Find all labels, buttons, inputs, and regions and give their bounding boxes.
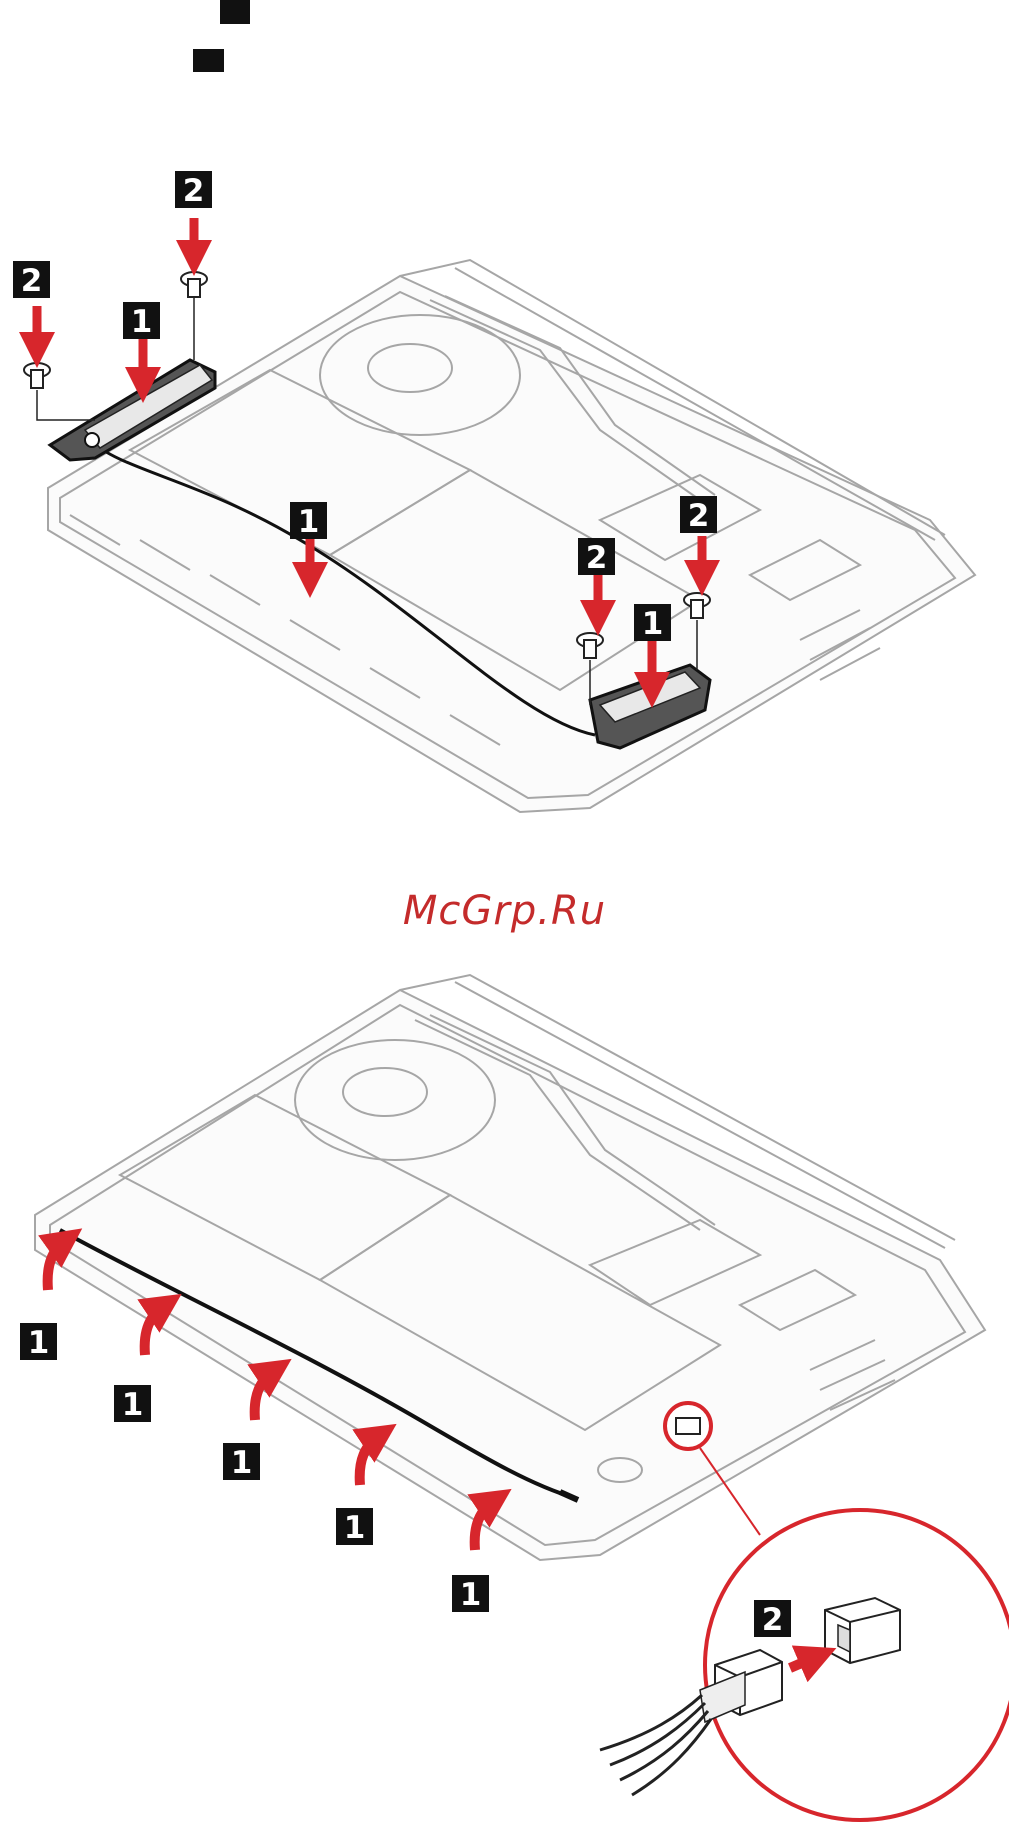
svg-text:1: 1	[460, 1577, 482, 1613]
figure-speaker-removal	[48, 260, 975, 812]
watermark-text: McGrp.Ru	[0, 888, 1009, 934]
svg-text:2: 2	[183, 173, 205, 209]
svg-text:2: 2	[762, 1602, 784, 1638]
svg-text:1: 1	[131, 304, 153, 340]
clipped-badge-top-1	[220, 0, 250, 24]
svg-text:1: 1	[231, 1445, 253, 1481]
svg-text:1: 1	[28, 1325, 50, 1361]
svg-text:2: 2	[586, 540, 608, 576]
svg-text:1: 1	[122, 1387, 144, 1423]
connector-callout: 2	[600, 1510, 1009, 1820]
svg-text:2: 2	[21, 263, 43, 299]
svg-text:1: 1	[344, 1510, 366, 1546]
clipped-badge-top-2	[193, 49, 224, 72]
svg-text:1: 1	[642, 606, 664, 642]
svg-text:2: 2	[688, 498, 710, 534]
svg-text:1: 1	[298, 504, 320, 540]
